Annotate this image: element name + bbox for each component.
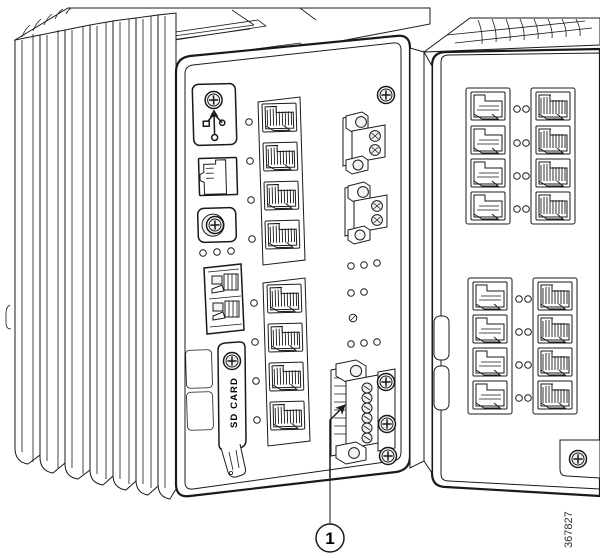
express-setup-led (349, 314, 357, 322)
callout-1-number: 1 (325, 529, 334, 548)
base-upper-port-column[interactable] (258, 97, 305, 265)
base-lower-port-column[interactable] (263, 278, 310, 446)
expansion-latch-handle-upper[interactable] (434, 316, 449, 360)
blank-filler-lower (186, 392, 213, 431)
sd-card-label: SD CARD (229, 377, 240, 428)
power-terminal-block-a[interactable] (343, 112, 385, 174)
ground-screw[interactable] (198, 207, 237, 242)
faceplate-corner-screw-top[interactable] (376, 85, 396, 105)
sd-card-slot[interactable]: SD CARD (218, 342, 246, 477)
expansion-upper-block-left[interactable] (466, 88, 510, 224)
base-right-sidewall (410, 48, 424, 468)
power-terminal-block-b[interactable] (345, 182, 387, 244)
base-switch-unit: SD CARD (6, 8, 430, 499)
heat-sink-fins (15, 13, 176, 499)
expansion-top-face (424, 18, 600, 52)
sfp-cage-upper[interactable] (212, 274, 238, 293)
usb-port[interactable] (192, 83, 237, 145)
faceplate-corner-screw-bottom[interactable] (378, 446, 398, 466)
figure-number: 367827 (563, 511, 575, 548)
sfp-cage-lower[interactable] (213, 301, 239, 320)
callout-1-circle (316, 524, 344, 552)
blank-filler-upper (185, 350, 212, 389)
usb-icon (203, 111, 225, 141)
rj45-console-icon (200, 160, 227, 195)
expansion-upper-block-right[interactable] (531, 88, 575, 224)
callout-1: 1 (316, 404, 346, 552)
sfp-module[interactable] (204, 264, 244, 334)
expansion-lower-block-left[interactable] (468, 278, 512, 414)
console-port[interactable] (199, 157, 238, 195)
fin-clip-detail (6, 305, 11, 329)
callout-1-arrow (330, 404, 346, 478)
expansion-module (424, 18, 600, 496)
expansion-latch-handle-lower[interactable] (434, 366, 449, 410)
alarm-connector[interactable] (331, 360, 397, 464)
alarm-terminal-screws[interactable] (362, 383, 372, 443)
expansion-corner-screw[interactable] (560, 440, 600, 478)
expansion-lower-block-right[interactable] (533, 278, 577, 414)
